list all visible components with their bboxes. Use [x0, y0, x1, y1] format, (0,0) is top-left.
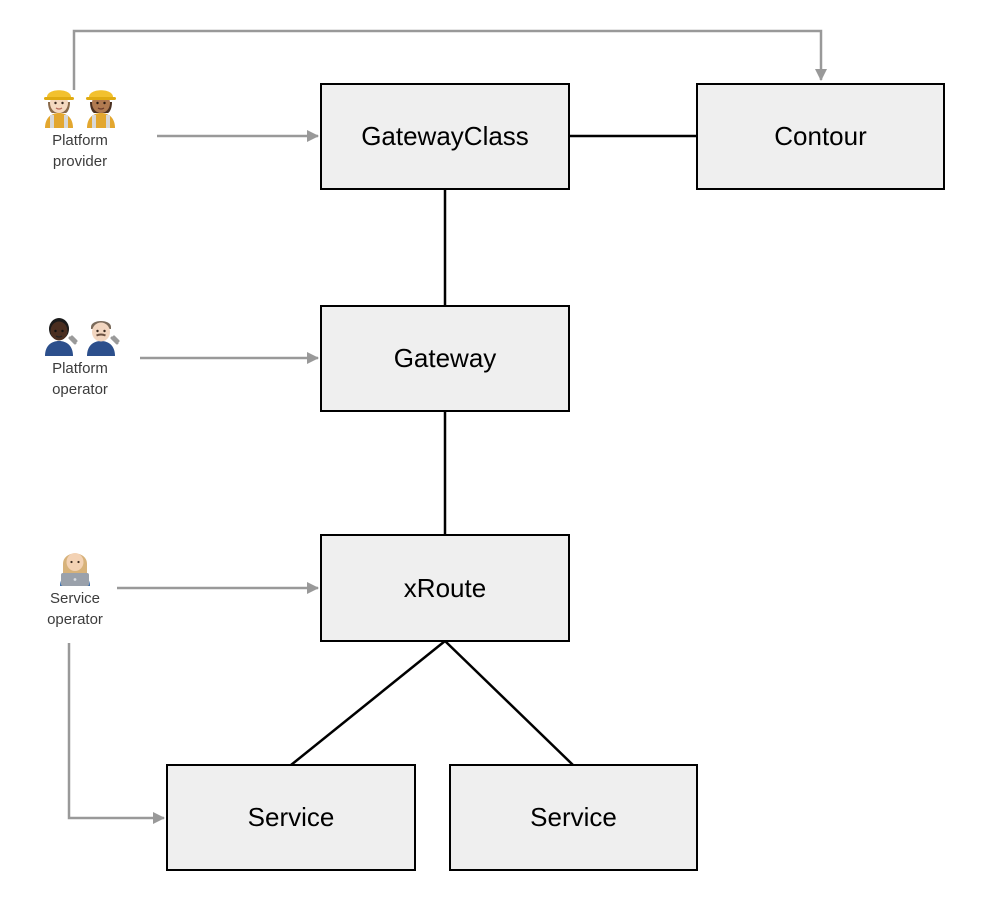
technologist-icon: [60, 553, 90, 586]
construction-worker-light-icon: [44, 90, 74, 128]
actor-platform-operator-label: Platform operator: [52, 360, 108, 398]
mechanic-light-icon: [87, 321, 120, 356]
construction-worker-medium-icon: [86, 90, 116, 128]
service-right-label: Service: [530, 802, 617, 832]
contour-label: Contour: [774, 121, 867, 151]
actor-platform-provider: Platform provider: [30, 82, 130, 172]
actor-platform-provider-label: Platform provider: [52, 132, 108, 170]
service-box-left: Service: [166, 764, 416, 871]
gatewayclass-box: GatewayClass: [320, 83, 570, 190]
xroute-box: xRoute: [320, 534, 570, 642]
actor-service-operator-label: Service operator: [47, 590, 103, 628]
connector-xroute-service-left: [290, 640, 446, 766]
actor-service-operator: Service operator: [25, 540, 125, 630]
contour-box: Contour: [696, 83, 945, 190]
gateway-label: Gateway: [393, 343, 497, 373]
arrow-provider-to-contour: [72, 29, 827, 90]
actor-platform-operator: Platform operator: [30, 310, 130, 400]
service-left-label: Service: [247, 802, 335, 832]
xroute-label: xRoute: [403, 572, 487, 603]
connector-xroute-service-right: [444, 640, 574, 766]
mechanic-dark-icon: [45, 318, 78, 356]
service-box-right: Service: [449, 764, 698, 871]
gateway-box: Gateway: [320, 305, 570, 412]
arrow-service-operator-to-service: [67, 643, 165, 824]
gatewayclass-label: GatewayClass: [361, 121, 529, 151]
